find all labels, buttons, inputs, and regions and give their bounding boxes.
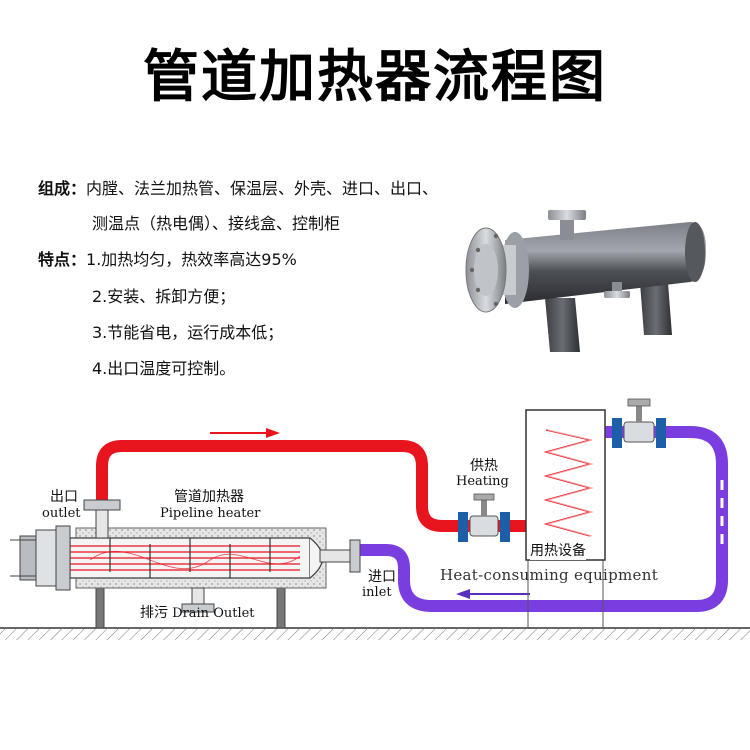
heating-label-en: Heating (456, 474, 509, 489)
flow-arrow-hot (210, 428, 280, 438)
heater-leg (545, 298, 580, 352)
features-row-3: 3.节能省电，运行成本低； (92, 322, 283, 344)
composition-row-2: 测温点（热电偶）、接线盒、控制柜 (92, 213, 340, 235)
heating-valve (458, 493, 510, 542)
heater-leg (640, 283, 672, 335)
drain-label-en: Drain Outlet (172, 606, 255, 621)
page-title: 管道加热器流程图 (143, 45, 607, 110)
features-label: 特点： (38, 250, 87, 269)
features-row-1: 特点：1.加热均匀，热效率高达95% (38, 249, 297, 271)
drain-label: 排污 Drain Outlet (140, 602, 255, 622)
composition-label: 组成： (38, 179, 87, 198)
heater-shell (505, 222, 706, 304)
outlet-label-cn: 出口 (50, 489, 78, 505)
feature-item: 3.节能省电，运行成本低； (92, 323, 284, 342)
feature-item: 4.出口温度可控制。 (92, 359, 236, 378)
heating-label-cn: 供热 (470, 458, 498, 474)
heat-consuming-equipment (525, 409, 606, 628)
composition-text-2: 测温点（热电偶）、接线盒、控制柜 (92, 214, 341, 233)
heater-label-en: Pipeline heater (160, 506, 261, 521)
heating-coil (543, 429, 593, 537)
pipeline-heater-schematic (10, 499, 361, 629)
feature-item: 1.加热均匀，热效率高达95% (86, 250, 297, 269)
composition-text-1: 内膛、法兰加热管、保温层、外壳、进口、出口、 (86, 179, 439, 198)
features-row-2: 2.安装、拆卸方便； (92, 286, 235, 308)
inlet-label-cn: 进口 (368, 569, 396, 585)
inlet-label-en: inlet (362, 585, 392, 600)
drain-label-cn: 排污 (140, 605, 168, 621)
equipment-label-en: Heat-consuming equipment (440, 566, 659, 584)
outlet-label-en: outlet (42, 506, 81, 521)
heater-label-cn: 管道加热器 (174, 489, 244, 505)
return-valve (612, 398, 666, 448)
equipment-label-cn: 用热设备 (530, 540, 586, 560)
hot-supply-pipe (96, 440, 526, 532)
feature-item: 2.安装、拆卸方便； (92, 287, 236, 306)
ground (0, 627, 750, 640)
composition-row-1: 组成：内膛、法兰加热管、保温层、外壳、进口、出口、 (38, 178, 438, 200)
features-row-4: 4.出口温度可控制。 (92, 358, 235, 380)
heater-product-photo (465, 210, 706, 352)
cold-return-pipe (350, 426, 728, 612)
flow-arrow-cold (456, 589, 530, 599)
